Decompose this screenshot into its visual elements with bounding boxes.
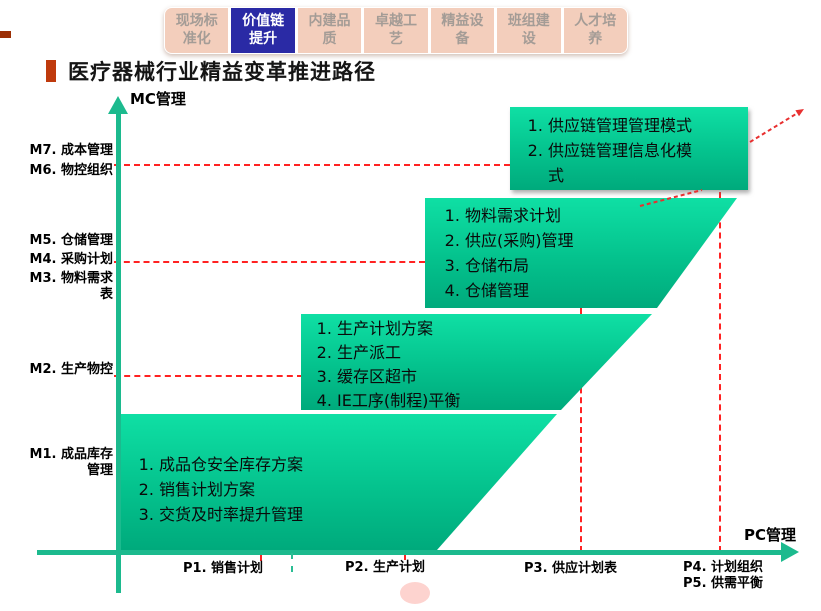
p-axis-label-p4-p5: P4. 计划组织 P5. 供需平衡 [683,560,764,591]
dashed-guide-p4 [719,192,721,552]
x-axis [37,550,783,555]
trend-arrow-icon [749,109,804,143]
dashed-guide-m6 [114,164,510,166]
list-item: 生产计划方案 [337,317,652,341]
tab-team-building[interactable]: 班组建 设 [497,8,561,53]
list-item: 销售计划方案 [159,477,557,502]
list-item: 供应链管理信息化模式 [548,138,703,188]
list-item: 仓储布局 [465,253,737,278]
tab-bar: 现场标 准化 价值链 提升 内建品 质 卓越工 艺 精益设 备 班组建 设 人才… [164,7,628,54]
y-axis-title: MC管理 [130,90,186,108]
title-bullet-icon [46,60,56,82]
dashed-guide-m4 [114,261,425,263]
list-item: 缓存区超市 [337,365,652,389]
step-box-material-planning: 物料需求计划 供应(采购)管理 仓储布局 仓储管理 [425,198,737,308]
tab-excellent-craft[interactable]: 卓越工 艺 [364,8,428,53]
tab-talent-training[interactable]: 人才培 养 [563,8,627,53]
m-axis-label-m4: M4. 采购计划 [29,252,113,267]
list-item: 生产派工 [337,341,652,365]
step-box-production-planning: 生产计划方案 生产派工 缓存区超市 IE工序(制程)平衡 [301,314,652,410]
m-axis-label-m7: M7. 成本管理 [29,143,113,158]
list-item: IE工序(制程)平衡 [337,389,652,410]
m-axis-label-m3: M3. 物料需求 表 [29,271,113,302]
tick-p1-green [291,553,293,572]
step-box-supply-chain: 供应链管理管理模式 供应链管理信息化模式 [510,107,748,190]
list-item: 成品仓安全库存方案 [159,452,557,477]
m-axis-label-m2: M2. 生产物控 [29,362,113,377]
tab-onsite-standardization[interactable]: 现场标 准化 [165,8,229,53]
dashed-guide-p3 [580,308,582,552]
list-item: 物料需求计划 [465,203,737,228]
dashed-guide-m2 [114,375,303,377]
watermark-blob [400,582,430,604]
p-axis-label-p3: P3. 供应计划表 [524,561,618,576]
dashed-connector-icon [639,189,703,207]
m-axis-label-m6: M6. 物控组织 [29,163,113,178]
list-item: 仓储管理 [465,278,737,303]
p-axis-label-p2: P2. 生产计划 [345,560,426,575]
edge-accent-bar [0,31,11,38]
step-box-finished-goods: 成品仓安全库存方案 销售计划方案 交货及时率提升管理 [119,414,557,550]
tab-value-chain-improvement[interactable]: 价值链 提升 [231,8,295,53]
tick-p2-red [404,552,406,560]
list-item: 供应(采购)管理 [465,228,737,253]
tab-built-in-quality[interactable]: 内建品 质 [297,8,362,53]
page-title: 医疗器械行业精益变革推进路径 [68,60,376,84]
tab-lean-equipment[interactable]: 精益设 备 [430,8,495,53]
p-axis-label-p1: P1. 销售计划 [183,561,264,576]
list-item: 交货及时率提升管理 [159,502,557,527]
y-axis-arrow-icon [108,96,128,114]
y-axis [116,112,121,593]
list-item: 供应链管理管理模式 [548,113,703,138]
tick-p1-red [260,553,262,561]
m-axis-label-m1: M1. 成品库存 管理 [29,447,113,478]
m-axis-label-m5: M5. 仓储管理 [29,233,113,248]
x-axis-arrow-icon [781,542,799,562]
x-axis-title: PC管理 [744,526,797,544]
